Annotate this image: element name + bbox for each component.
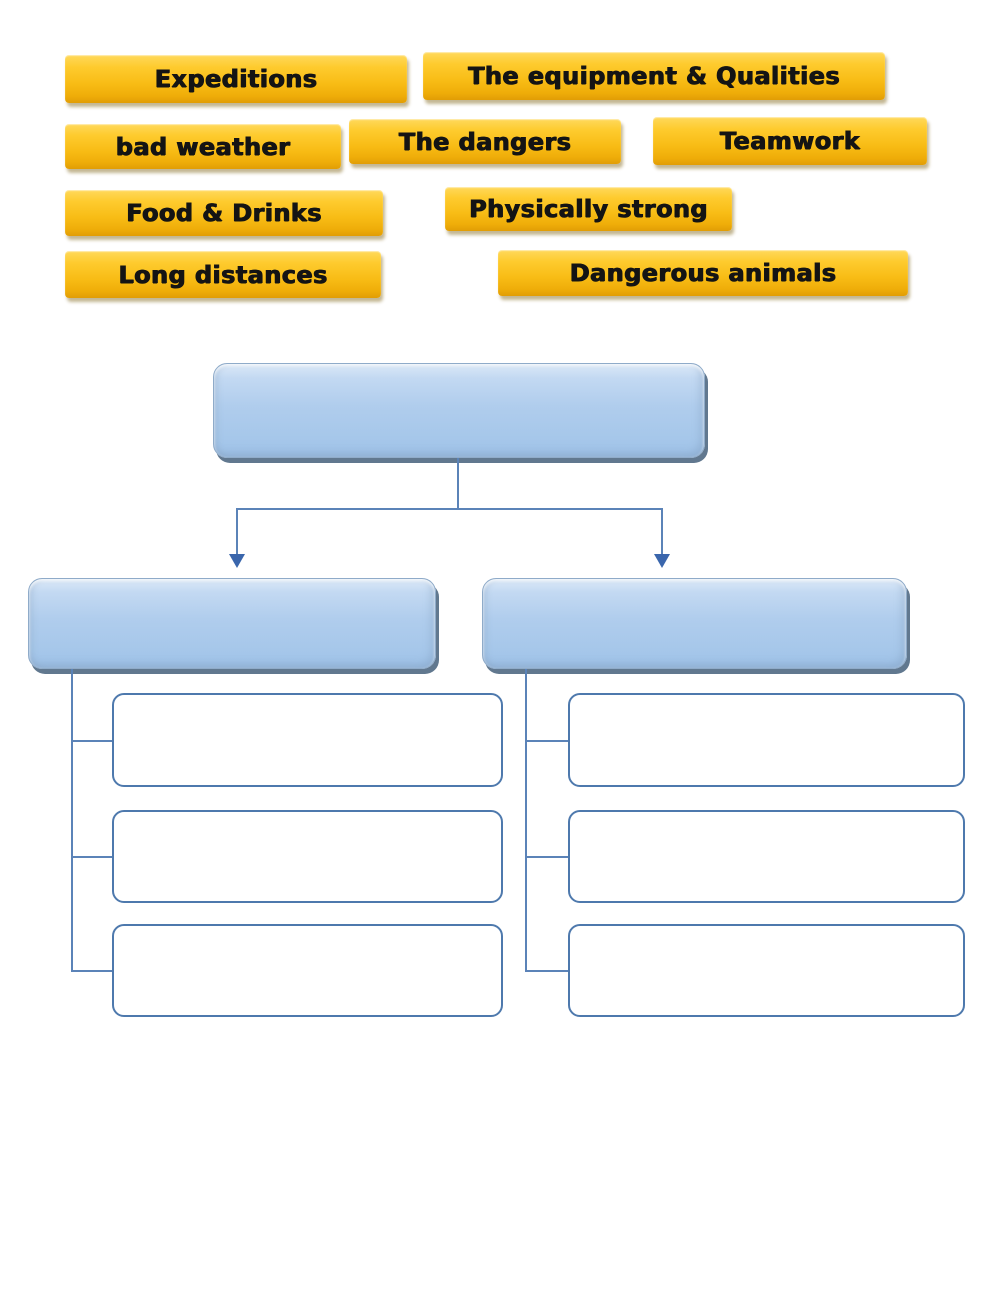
connector-left-drop — [236, 508, 238, 556]
connector-horizontal-bar — [236, 508, 663, 510]
word-tile-the-dangers[interactable]: The dangers — [349, 119, 621, 164]
word-tile-food-drinks[interactable]: Food & Drinks — [65, 190, 383, 236]
word-tile-label: Dangerous animals — [569, 259, 837, 287]
down-arrowhead-icon — [229, 554, 245, 568]
connector-root-stem — [457, 458, 459, 510]
connector-left-rail — [71, 669, 73, 971]
connector-stub — [71, 856, 113, 858]
word-tile-long-distances[interactable]: Long distances — [65, 251, 381, 298]
slot-right-1[interactable] — [568, 693, 965, 787]
branch-right-drop-box[interactable] — [482, 578, 907, 669]
slot-left-2[interactable] — [112, 810, 503, 903]
connector-stub — [71, 740, 113, 742]
slot-left-3[interactable] — [112, 924, 503, 1017]
word-tile-equipment-qualities[interactable]: The equipment & Qualities — [423, 52, 885, 100]
word-tile-physically-strong[interactable]: Physically strong — [445, 187, 732, 231]
slot-right-3[interactable] — [568, 924, 965, 1017]
word-tile-label: The dangers — [398, 127, 572, 156]
slot-left-1[interactable] — [112, 693, 503, 787]
connector-right-rail — [525, 669, 527, 971]
word-tile-bad-weather[interactable]: bad weather — [65, 124, 341, 169]
word-tile-label: Expeditions — [154, 65, 318, 93]
word-tile-label: The equipment & Qualities — [468, 62, 840, 90]
connector-stub — [525, 740, 569, 742]
word-tile-label: bad weather — [115, 132, 291, 161]
word-tile-label: Long distances — [118, 260, 328, 289]
down-arrowhead-icon — [654, 554, 670, 568]
word-tile-label: Food & Drinks — [126, 199, 322, 227]
word-tile-label: Teamwork — [719, 127, 861, 155]
slot-right-2[interactable] — [568, 810, 965, 903]
connector-right-drop — [661, 508, 663, 556]
connector-stub — [525, 856, 569, 858]
connector-stub — [71, 970, 113, 972]
word-tile-label: Physically strong — [469, 195, 708, 223]
word-tile-expeditions[interactable]: Expeditions — [65, 55, 407, 103]
word-tile-dangerous-animals[interactable]: Dangerous animals — [498, 250, 908, 296]
connector-stub — [525, 970, 569, 972]
word-tile-teamwork[interactable]: Teamwork — [653, 117, 927, 165]
root-drop-box[interactable] — [213, 363, 705, 458]
branch-left-drop-box[interactable] — [28, 578, 436, 669]
